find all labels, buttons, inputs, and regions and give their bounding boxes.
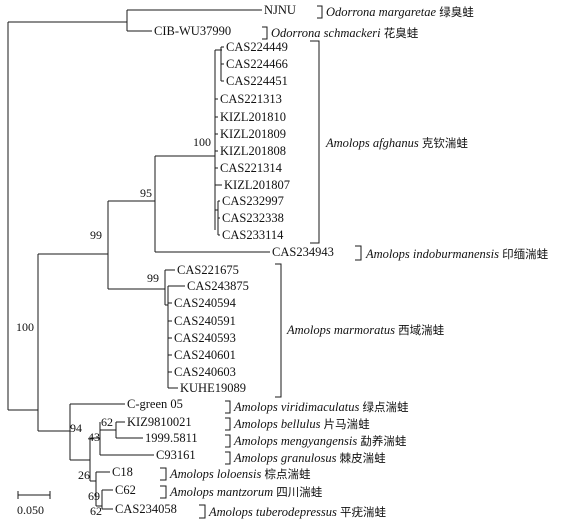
tip-cas234943: CAS234943 xyxy=(272,245,334,259)
support-tuberodepressus: 62 xyxy=(90,504,102,518)
support-viridi-group: 94 xyxy=(70,421,82,435)
tip-cas240603: CAS240603 xyxy=(174,365,236,379)
support-amolops-core: 99 xyxy=(90,228,102,242)
tip-cas240601: CAS240601 xyxy=(174,348,236,362)
species-bellulus: Amolops bellulus 片马湍蛙 xyxy=(233,417,370,431)
tip-kizl201810: KIZL201810 xyxy=(220,110,286,124)
support-mantzorum: 69 xyxy=(88,489,100,503)
tip-cas234058: CAS234058 xyxy=(115,502,177,516)
species-labels: Odorrona margaretae 绿臭蛙 Odorrona schmack… xyxy=(169,5,549,519)
support-lower-group: 26 xyxy=(78,468,90,482)
tip-c93161: C93161 xyxy=(156,448,196,462)
amolops-branches xyxy=(37,46,270,510)
tip-cas224466: CAS224466 xyxy=(226,57,288,71)
tip-cib: CIB-WU37990 xyxy=(154,24,231,38)
root-branches xyxy=(7,9,262,411)
tip-kizl201809: KIZL201809 xyxy=(220,127,286,141)
tip-njnu: NJNU xyxy=(264,3,296,17)
tip-cas240591: CAS240591 xyxy=(174,314,236,328)
support-values: 100 99 95 100 99 94 43 62 26 69 62 xyxy=(16,135,211,518)
tip-kiz9810021: KIZ9810021 xyxy=(127,415,192,429)
support-bellulus-group: 43 xyxy=(88,430,100,444)
tip-labels: NJNU CIB-WU37990 CAS224449 CAS224466 CAS… xyxy=(112,3,334,516)
scale-bar-label: 0.050 xyxy=(17,503,44,517)
support-afghanus: 100 xyxy=(193,135,211,149)
species-mantzorum: Amolops mantzorum 四川湍蛙 xyxy=(169,485,323,499)
tip-kizl201807: KIZL201807 xyxy=(224,178,290,192)
tip-cas232997: CAS232997 xyxy=(222,194,284,208)
species-indoburmanensis: Amolops indoburmanensis 印缅湍蛙 xyxy=(365,247,549,261)
species-afghanus: Amolops afghanus 克钦湍蛙 xyxy=(325,136,468,150)
species-loloensis: Amolops loloensis 棕点湍蛙 xyxy=(169,467,311,481)
species-margaretae: Odorrona margaretae 绿臭蛙 xyxy=(326,5,474,19)
support-afghanus-indo: 95 xyxy=(140,186,152,200)
tip-cas221314: CAS221314 xyxy=(220,161,283,175)
species-granulosus: Amolops granulosus 棘皮湍蛙 xyxy=(233,451,386,465)
species-viridimaculatus: Amolops viridimaculatus 绿点湍蛙 xyxy=(233,400,409,414)
species-marmoratus: Amolops marmoratus 西域湍蛙 xyxy=(286,323,445,337)
tip-c-green-05: C-green 05 xyxy=(127,397,183,411)
tip-cas240593: CAS240593 xyxy=(174,331,236,345)
tip-cas232338: CAS232338 xyxy=(222,211,284,225)
tip-cas221313: CAS221313 xyxy=(220,92,282,106)
species-brackets xyxy=(160,5,362,519)
tip-cas240594: CAS240594 xyxy=(174,296,237,310)
tip-1999-5811: 1999.5811 xyxy=(145,431,198,445)
scale-bar: 0.050 xyxy=(17,491,51,517)
tip-c62: C62 xyxy=(115,483,136,497)
tip-cas221675: CAS221675 xyxy=(177,263,239,277)
tip-kizl201808: KIZL201808 xyxy=(220,144,286,158)
tip-cas224451: CAS224451 xyxy=(226,74,288,88)
tip-kuhe19089: KUHE19089 xyxy=(180,381,246,395)
support-marmoratus: 99 xyxy=(147,271,159,285)
species-mengyangensis: Amolops mengyangensis 勐养湍蛙 xyxy=(233,434,407,448)
support-bellulus: 62 xyxy=(101,415,113,429)
tip-cas224449: CAS224449 xyxy=(226,40,288,54)
tip-c18: C18 xyxy=(112,465,133,479)
tip-cas233114: CAS233114 xyxy=(222,228,284,242)
species-tuberodepressus: Amolops tuberodepressus 平疣湍蛙 xyxy=(208,505,387,519)
species-schmackeri: Odorrona schmackeri 花臭蛙 xyxy=(271,26,419,40)
tip-cas243875: CAS243875 xyxy=(187,279,249,293)
support-root: 100 xyxy=(16,320,34,334)
